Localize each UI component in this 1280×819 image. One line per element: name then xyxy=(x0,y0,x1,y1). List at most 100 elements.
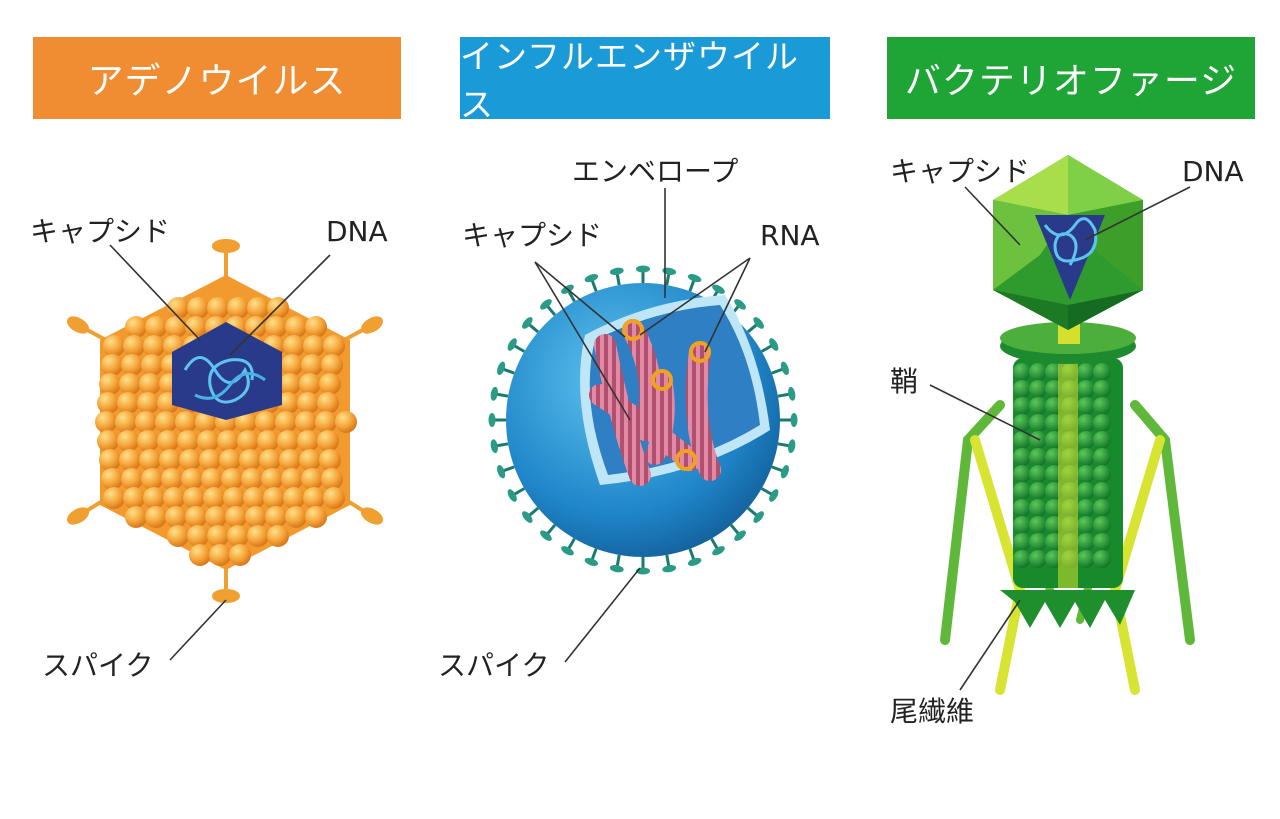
sheath-bead xyxy=(1093,465,1111,483)
spike-head xyxy=(687,557,702,566)
capsomere xyxy=(165,316,187,338)
capsomere xyxy=(279,373,301,395)
capsomere xyxy=(299,373,321,395)
capsomere xyxy=(103,335,125,357)
capsomere xyxy=(319,373,341,395)
capsomere xyxy=(301,354,323,376)
spike-head xyxy=(734,530,746,541)
capsomere xyxy=(239,449,261,471)
capsomere xyxy=(237,430,259,452)
capsomere xyxy=(221,468,243,490)
sheath-bead xyxy=(1093,516,1111,534)
capsomere xyxy=(181,468,203,490)
capsomere xyxy=(141,354,163,376)
influenza-rna-label: RNA xyxy=(760,219,820,252)
spike-head xyxy=(769,338,779,351)
spike-head xyxy=(636,265,650,273)
sheath-bead xyxy=(1077,465,1095,483)
capsomere xyxy=(283,487,305,509)
adenovirus-dna-strand xyxy=(183,356,254,404)
capsomere xyxy=(99,449,121,471)
sheath-bead xyxy=(1093,414,1111,432)
sheath-bead xyxy=(1013,465,1031,483)
capsomere xyxy=(119,449,141,471)
adenovirus-capsid-label: キャプシド xyxy=(30,215,171,248)
influenza-illustration xyxy=(488,265,798,575)
capsomere xyxy=(121,354,143,376)
capsomere xyxy=(207,297,229,319)
sheath-bead xyxy=(1077,414,1095,432)
sheath-bead xyxy=(1029,380,1047,398)
capsomere xyxy=(123,335,145,357)
spike-head xyxy=(540,530,552,541)
sheath-bead xyxy=(1077,448,1095,466)
capsomere xyxy=(167,297,189,319)
capsomere xyxy=(187,525,209,547)
influenza-spikes xyxy=(488,265,798,575)
sheath-bead xyxy=(1093,550,1111,568)
capsomere xyxy=(241,468,263,490)
capsomere xyxy=(199,449,221,471)
capsomere xyxy=(267,525,289,547)
sheath-bead xyxy=(1093,499,1111,517)
capsomere xyxy=(141,468,163,490)
capsomere xyxy=(155,411,177,433)
sheath-bead xyxy=(1029,465,1047,483)
capsomere xyxy=(139,449,161,471)
spike-head xyxy=(662,565,677,573)
sheath-bead xyxy=(1093,431,1111,449)
capsomere xyxy=(335,411,357,433)
capsomere xyxy=(165,506,187,528)
capsomere xyxy=(227,525,249,547)
sheath-bead xyxy=(1013,397,1031,415)
influenza-envelope-label: エンベロープ xyxy=(572,155,739,188)
sheath-bead xyxy=(1029,499,1047,517)
spike-head xyxy=(540,299,552,310)
capsomere xyxy=(139,373,161,395)
capsomere xyxy=(301,468,323,490)
capsomere xyxy=(197,430,219,452)
spike-head xyxy=(609,565,624,573)
sheath-bead xyxy=(1029,448,1047,466)
sheath-bead xyxy=(1093,397,1111,415)
adenovirus-spike-label: スパイク xyxy=(42,649,154,682)
sheath-bead xyxy=(1093,482,1111,500)
capsomere xyxy=(247,297,269,319)
spike-head xyxy=(662,267,677,275)
capsomere xyxy=(175,411,197,433)
capsomere xyxy=(101,468,123,490)
capsomere xyxy=(143,487,165,509)
sheath-bead xyxy=(1093,380,1111,398)
capsomere xyxy=(321,468,343,490)
capsomere xyxy=(201,468,223,490)
capsomere xyxy=(185,316,207,338)
capsomere xyxy=(227,297,249,319)
sheath-bead xyxy=(1029,363,1047,381)
capsomere xyxy=(245,506,267,528)
spike-head xyxy=(522,511,533,523)
sheath-bead xyxy=(1077,550,1095,568)
capsomere xyxy=(205,506,227,528)
capsomere xyxy=(179,449,201,471)
bacteriophage-tail-fiber-label: 尾繊維 xyxy=(890,695,975,728)
spike-head xyxy=(753,317,764,329)
sheath-bead xyxy=(1013,363,1031,381)
capsomere xyxy=(143,335,165,357)
sheath-bead xyxy=(1077,533,1095,551)
sheath-bead xyxy=(1077,380,1095,398)
capsomere xyxy=(135,411,157,433)
capsomere xyxy=(99,373,121,395)
capsomere xyxy=(303,335,325,357)
spike-head xyxy=(497,464,506,479)
capsomere xyxy=(95,411,117,433)
bacteriophage-sheath-label: 鞘 xyxy=(890,365,919,398)
influenza-rna-segments xyxy=(589,319,721,486)
capsomere xyxy=(117,392,139,414)
capsomere xyxy=(285,316,307,338)
sheath-bead xyxy=(1013,550,1031,568)
capsomere xyxy=(195,411,217,433)
adenovirus-dna-label: DNA xyxy=(326,215,388,248)
capsomere xyxy=(305,316,327,338)
capsomere xyxy=(137,430,159,452)
capsomere xyxy=(203,487,225,509)
